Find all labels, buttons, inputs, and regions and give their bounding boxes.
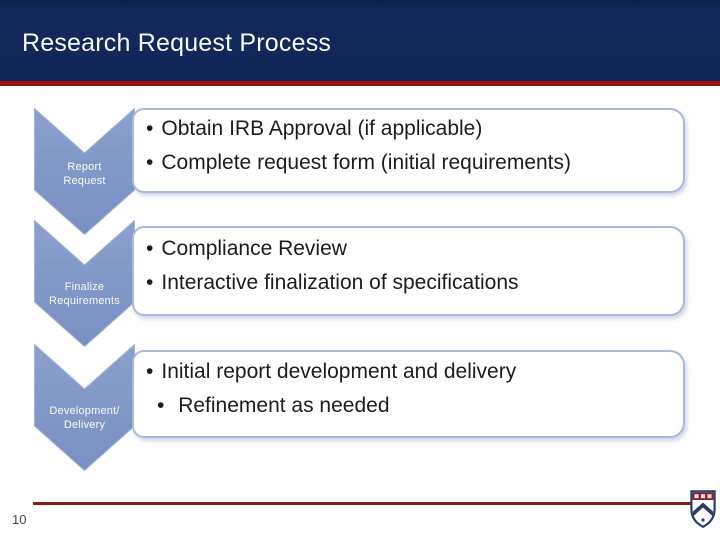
header-rule (0, 81, 720, 86)
bullet-item: • Refinement as needed (146, 394, 673, 428)
step-1-chevron: Report Request (34, 108, 135, 235)
bullet-item: • Interactive finalization of specificat… (146, 271, 673, 305)
step-3-chevron: Development/ Delivery (34, 344, 135, 471)
step-1-content-box: • Obtain IRB Approval (if applicable) • … (132, 108, 685, 193)
step-2-content-box: • Compliance Review • Interactive finali… (132, 226, 685, 316)
bullet-text: Initial report development and delivery (161, 360, 517, 383)
slide-title: Research Request Process (22, 29, 332, 57)
bullet-marker: • (146, 150, 154, 174)
bullet-marker: • (146, 360, 154, 383)
bullet-marker: • (146, 116, 154, 140)
page-number: 10 (12, 512, 27, 527)
chevron-down-shape-icon (34, 108, 135, 235)
bullet-marker: • (146, 237, 154, 260)
step-3-label: Development/ Delivery (49, 405, 120, 431)
step-1-label: Report Request (63, 161, 106, 187)
bullet-item: • Obtain IRB Approval (if applicable) (146, 117, 673, 151)
step-2-label: Finalize Requirements (49, 281, 120, 307)
step-3-content-box: • Initial report development and deliver… (132, 350, 685, 438)
penn-shield-logo-icon (690, 490, 716, 528)
step-2-chevron: Finalize Requirements (34, 220, 135, 347)
bullet-text: Complete request form (initial requireme… (161, 150, 572, 174)
bullet-text: Compliance Review (161, 237, 347, 260)
header-bar: Research Request Process (0, 0, 720, 81)
bullet-text: Interactive finalization of specificatio… (161, 271, 519, 294)
bullet-item: • Complete request form (initial require… (146, 151, 673, 185)
bullet-item: • Compliance Review (146, 237, 673, 271)
bullet-item: • Initial report development and deliver… (146, 360, 673, 394)
footer-rule (33, 502, 692, 505)
bullet-marker: • (157, 394, 165, 417)
bullet-text: Refinement as needed (172, 394, 390, 417)
bullet-marker: • (146, 271, 154, 294)
bullet-text: Obtain IRB Approval (if applicable) (161, 116, 483, 140)
